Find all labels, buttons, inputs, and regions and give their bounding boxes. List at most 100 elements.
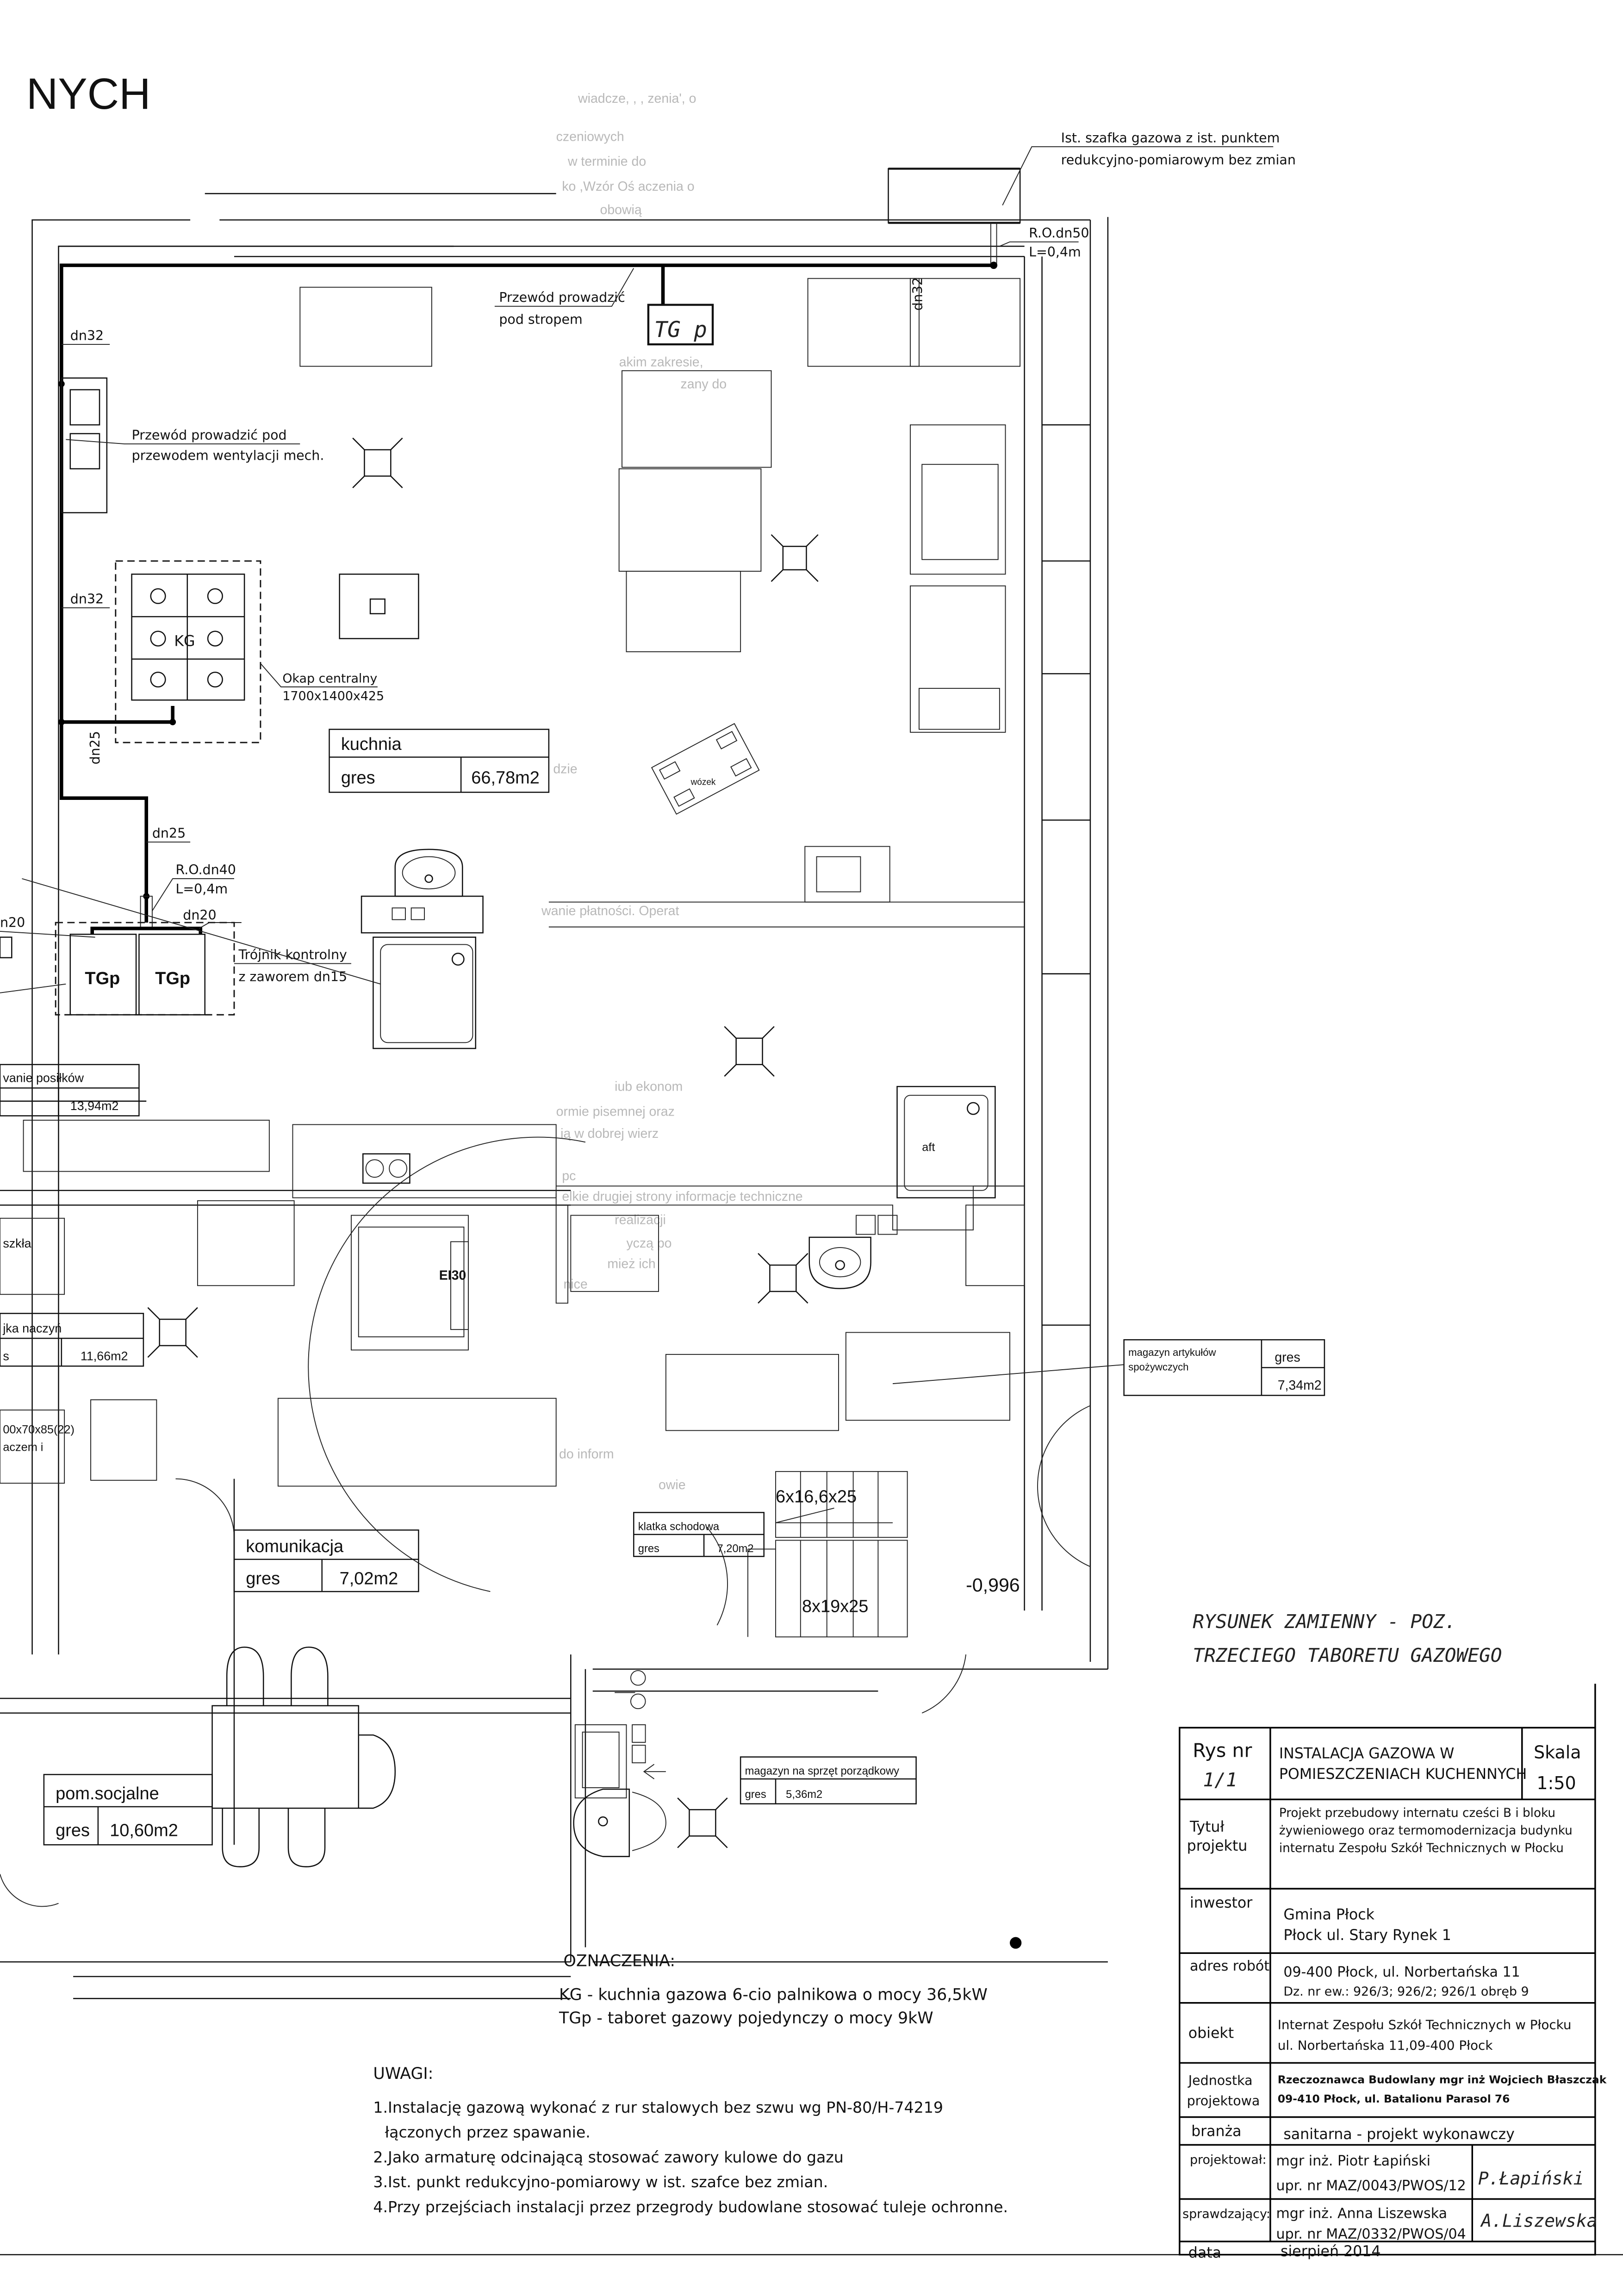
sheet-corner-label: NYCH <box>26 69 151 119</box>
design-unit: 09-410 Płock, ul. Batalionu Parasol 76 <box>1278 2092 1510 2105</box>
room-area: 7,02m2 <box>340 1569 398 1588</box>
shower-label: aft <box>922 1141 935 1154</box>
dining-table <box>211 1647 396 1867</box>
ventilation-duct <box>61 377 108 513</box>
design-unit-label: projektowa <box>1187 2093 1260 2109</box>
gas-cabinet-label: Ist. szafka gazowa z ist. punktem <box>1061 130 1280 145</box>
equipment-label: 00x70x85(22) <box>3 1423 75 1436</box>
ro-dn40-length: L=0,4m <box>175 881 228 897</box>
leader-line <box>0 983 66 993</box>
legend-item: KG - kuchnia gazowa 6-cio palnikowa o mo… <box>559 1985 988 2004</box>
note-item: 3.Ist. punkt redukcyjno-pomiarowy w ist.… <box>373 2173 828 2191</box>
revision-note: RYSUNEK ZAMIENNY - POZ. <box>1193 1610 1456 1633</box>
room-tag-food-storage: magazyn artykułów spożywczych gres 7,34m… <box>1123 1339 1325 1396</box>
gas-range-label: KG <box>174 633 195 649</box>
checker-label: sprawdzający: <box>1182 2207 1270 2221</box>
leader-line <box>22 878 381 985</box>
notes-title: UWAGI: <box>373 2065 433 2083</box>
pipe-diameter-label: n20 <box>0 915 25 930</box>
bleed-through-text: wiadcze, , , zenia', o czeniowych w term… <box>541 91 803 1492</box>
pipe-routing-note: przewodem wentylacji mech. <box>132 448 324 463</box>
leader-line <box>199 922 242 929</box>
tee-label: Trójnik kontrolny <box>238 947 347 962</box>
room-area: 5,36m2 <box>786 1789 822 1801</box>
ghost-text: mież ich <box>607 1256 655 1271</box>
floor-level: -0,996 <box>966 1574 1020 1596</box>
ghost-text: ko ,Wzór Oś aczenia o <box>562 179 694 194</box>
ro-dn40-label: R.O.dn40 <box>175 862 236 878</box>
room-name: magazyn na sprzęt porządkowy <box>745 1765 899 1777</box>
building-walls <box>0 193 1623 2255</box>
gas-stool-right <box>138 934 205 1016</box>
room-area: 13,94m2 <box>70 1099 119 1113</box>
gas-stool-left <box>69 934 137 1016</box>
scale-value: 1:50 <box>1536 1773 1576 1793</box>
leader-line <box>260 663 378 687</box>
room-tag-kuchnia: kuchnia gres 66,78m2 <box>329 729 550 793</box>
room-name: jka naczyń <box>2 1321 62 1335</box>
room-tag-cleaning-storage: magazyn na sprzęt porządkowy gres 5,36m2 <box>740 1756 917 1804</box>
room-area: 66,78m2 <box>471 768 540 788</box>
hood-label: Okap centralny <box>282 671 377 686</box>
floor-drain-icon <box>352 437 403 488</box>
room-tag-corridor: komunikacja gres 7,02m2 <box>233 1529 419 1592</box>
equipment <box>0 936 12 959</box>
shower-tray-icon <box>361 895 484 1049</box>
leader-line <box>152 878 234 911</box>
drawing-number-label: Rys nr <box>1193 1740 1252 1762</box>
drawing-number: 1/1 <box>1203 1769 1237 1791</box>
column <box>339 574 419 639</box>
staircase <box>747 1471 908 1638</box>
legend-title: OZNACZENIA: <box>563 1952 675 1971</box>
legend-item: TGp - taboret gazowy pojedynczy o mocy 9… <box>559 2009 933 2028</box>
date: sierpień 2014 <box>1281 2243 1381 2260</box>
notes: UWAGI: 1.Instalację gazową wykonać z rur… <box>373 2065 1008 2216</box>
design-unit: Rzeczoznawca Budowlany mgr inż Wojciech … <box>1278 2073 1607 2086</box>
pipe-routing-note: Przewód prowadzić <box>499 290 625 305</box>
project-title-label: projektu <box>1187 1838 1248 1854</box>
room-floor: gres <box>638 1543 659 1555</box>
branch: sanitarna - projekt wykonawczy <box>1283 2126 1514 2143</box>
room-name: spożywczych <box>1128 1361 1188 1373</box>
ghost-text: nice <box>563 1277 587 1292</box>
checker-license: upr. nr MAZ/0332/PWOS/04 <box>1276 2226 1466 2242</box>
room-floor: gres <box>56 1821 90 1840</box>
revision-note: TRZECIEGO TABORETU GAZOWEGO <box>1193 1644 1502 1666</box>
gas-range-kg <box>131 574 245 701</box>
room-area: 10,60m2 <box>110 1821 178 1840</box>
ghost-text: wiadcze, , , zenia', o <box>578 91 696 106</box>
investor: Gmina Płock <box>1283 1907 1374 1923</box>
ghost-text: iub ekonom <box>615 1079 683 1094</box>
trolley-label: wózek <box>690 778 716 787</box>
designer: mgr inż. Piotr Łapiński <box>1276 2153 1430 2169</box>
leader-line <box>66 439 300 444</box>
gas-cabinet <box>888 168 1021 224</box>
ghost-text: ią w dobrej wierz <box>560 1126 659 1141</box>
site-address: 09-400 Płock, ul. Norbertańska 11 <box>1283 1964 1520 1980</box>
date-label: data <box>1188 2245 1221 2261</box>
equipment-label: szkła <box>3 1236 31 1250</box>
pipe-diameter-label: dn32 <box>70 592 104 607</box>
kitchen-equipment <box>299 278 1025 928</box>
room-name: klatka schodowa <box>638 1521 720 1533</box>
room-area: 7,20m2 <box>717 1543 754 1555</box>
design-unit-label: Jednostka <box>1188 2073 1253 2088</box>
designer-signature: P.Łapiński <box>1478 2168 1584 2189</box>
stairs-dimension: 6x16,6x25 <box>776 1487 857 1506</box>
pipe-routing-note: Przewód prowadzić pod <box>132 427 287 443</box>
designer-label: projektował: <box>1190 2153 1267 2167</box>
designer-license: upr. nr MAZ/0043/PWOS/12 <box>1276 2178 1466 2194</box>
gas-pipe-network <box>58 223 998 935</box>
fire-door-label: EI30 <box>439 1268 466 1283</box>
leader-line <box>1002 146 1274 206</box>
gas-stool-label: TGp <box>155 969 190 988</box>
room-name: kuchnia <box>341 735 402 754</box>
checker: mgr inż. Anna Liszewska <box>1276 2206 1447 2222</box>
pipe-diameter-label: dn32 <box>910 277 925 311</box>
ghost-text: yczą po <box>626 1236 672 1251</box>
floor-drain-icon <box>677 1797 728 1848</box>
room-area: 7,34m2 <box>1278 1378 1322 1393</box>
room-name: magazyn artykułów <box>1128 1347 1216 1358</box>
ghost-text: akim zakresie, <box>619 355 703 369</box>
ghost-text: elkie drugiej strony informacje technicz… <box>562 1189 802 1204</box>
